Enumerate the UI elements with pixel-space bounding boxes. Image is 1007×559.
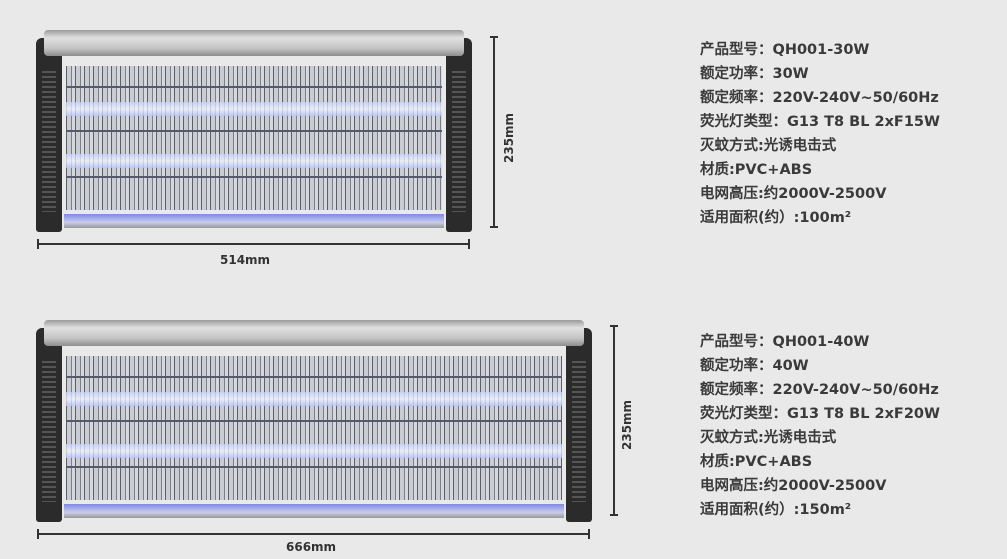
mosquito-killer-30w-image [36, 30, 472, 232]
spec-lamp-type: 荧光灯类型：G13 T8 BL 2xF15W [700, 114, 941, 130]
height-label: 235mm [620, 399, 634, 450]
spec-power: 额定功率：30W [700, 66, 809, 82]
top-cover [44, 320, 584, 346]
spec-area: 适用面积(约）:150m² [700, 502, 852, 518]
spec-model: 产品型号：QH001-40W [700, 334, 870, 350]
spec-method: 灭蚊方式:光诱电击式 [700, 138, 837, 154]
electric-grid [66, 66, 442, 210]
width-dimension-line [37, 239, 470, 249]
electric-grid [66, 356, 562, 500]
top-cover [44, 30, 464, 56]
spec-area: 适用面积(约）:100m² [700, 210, 852, 226]
bottom-tray [64, 504, 564, 518]
spec-voltage: 电网高压:约2000V-2500V [700, 186, 887, 202]
spec-power: 额定功率：40W [700, 358, 809, 374]
spec-list-40w: 产品型号：QH001-40W 额定功率：40W 额定频率：220V-240V~5… [700, 330, 940, 522]
height-dimension-line [610, 325, 618, 516]
width-dimension-line [37, 529, 590, 539]
spec-model: 产品型号：QH001-30W [700, 42, 870, 58]
left-end-cap [36, 328, 62, 522]
spec-lamp-type: 荧光灯类型：G13 T8 BL 2xF20W [700, 406, 941, 422]
spec-material: 材质:PVC+ABS [700, 162, 813, 178]
spec-method: 灭蚊方式:光诱电击式 [700, 430, 837, 446]
spec-frequency: 额定频率：220V-240V~50/60Hz [700, 90, 939, 106]
spec-voltage: 电网高压:约2000V-2500V [700, 478, 887, 494]
right-end-cap [566, 328, 592, 522]
spec-list-30w: 产品型号：QH001-30W 额定功率：30W 额定频率：220V-240V~5… [700, 38, 940, 230]
width-label: 514mm [220, 253, 271, 267]
mosquito-killer-40w-image [36, 320, 592, 522]
right-end-cap [446, 38, 472, 232]
bottom-tray [64, 214, 444, 228]
height-label: 235mm [502, 112, 516, 163]
width-label: 666mm [286, 540, 337, 554]
spec-material: 材质:PVC+ABS [700, 454, 813, 470]
left-end-cap [36, 38, 62, 232]
height-dimension-line [490, 36, 498, 228]
spec-frequency: 额定频率：220V-240V~50/60Hz [700, 382, 939, 398]
